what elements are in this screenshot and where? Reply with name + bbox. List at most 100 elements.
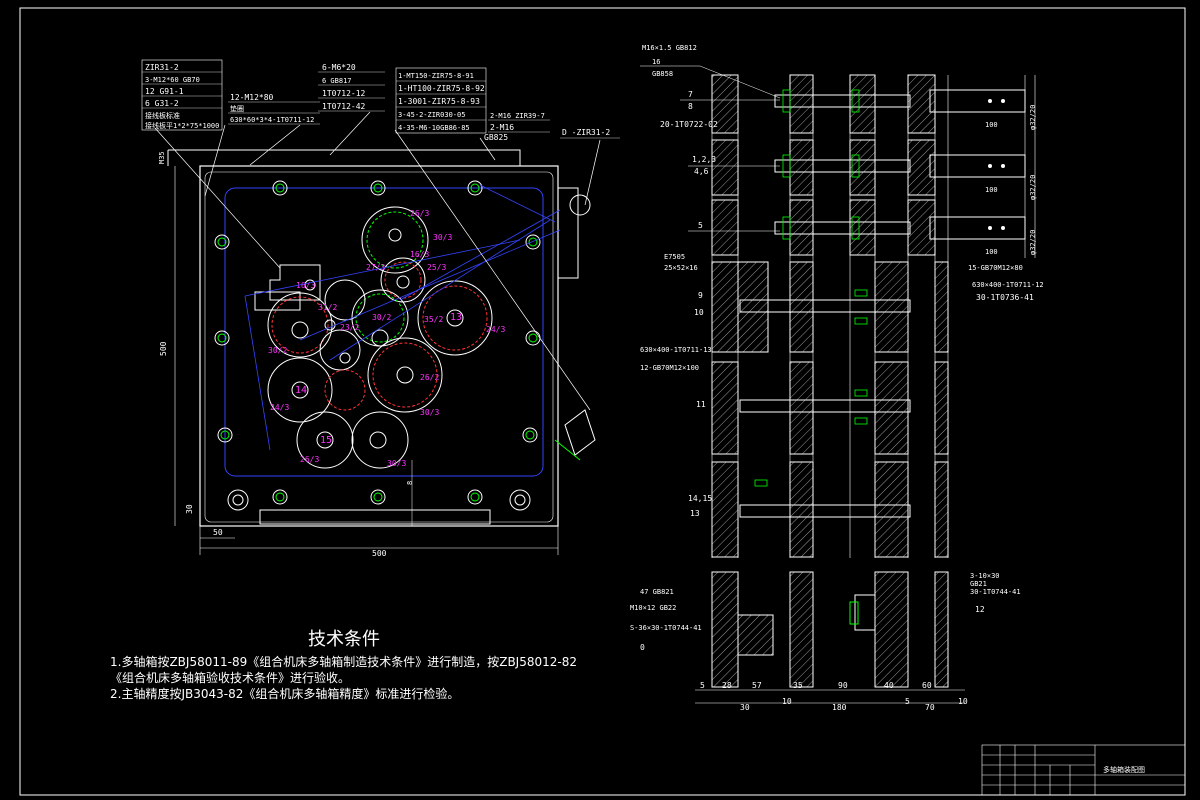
- gear-label: 30/3: [387, 459, 406, 468]
- shaft-dim: 100: [985, 186, 998, 194]
- callout-text: 1-MT150-ZIR75-8-91: [398, 72, 474, 80]
- hatch-block: [711, 139, 739, 196]
- dim-label: 30: [740, 703, 750, 712]
- dim-m35: M35: [158, 151, 166, 164]
- shaft: [774, 221, 911, 235]
- dowel-boss-left-inner: [232, 494, 244, 506]
- callout-text: ZIR31-2: [145, 63, 179, 72]
- dim-label: 10: [958, 697, 968, 706]
- gear-circle: [417, 280, 493, 356]
- callout-text: 3-M12*60 GB70: [145, 76, 200, 84]
- label-12: 12: [975, 605, 985, 614]
- hatch-block: [789, 199, 814, 256]
- bolt-holes: [214, 180, 541, 505]
- spindle-hole: [988, 164, 992, 168]
- bearing: [854, 317, 868, 325]
- front-view: 500 500 50 30 8 M35: [141, 59, 620, 558]
- section-row-2: [711, 139, 1026, 196]
- gear-hub: [371, 329, 389, 347]
- dim-label: 70: [925, 703, 935, 712]
- tech-notes-title: 技术条件: [308, 629, 380, 650]
- callout-text: 2-M16 ZIR39-7: [490, 112, 545, 120]
- leader: [394, 129, 591, 411]
- leader: [399, 209, 561, 301]
- bolt-hole: [373, 492, 383, 502]
- hatch-block: [907, 74, 936, 134]
- callout-text: 接线板平1*2*75*1000: [145, 121, 219, 130]
- gear-pitch: [366, 211, 424, 269]
- gear-hub: [388, 228, 402, 242]
- leader: [249, 124, 301, 166]
- hatch-block: [711, 571, 739, 688]
- label-right-top: 630×400-1T0711-12: [972, 281, 1044, 289]
- leader: [329, 219, 551, 361]
- gear-hub: [291, 381, 309, 399]
- title-block: [981, 744, 1186, 796]
- label-small-right: GB21: [970, 580, 987, 588]
- gear-pitch: [384, 261, 422, 299]
- sectional-view: M16×1.5 GB812 16 GB858 7 8 20-1T0722-02 …: [630, 44, 1044, 712]
- callout-text: 1-HT100-ZIR75-8-92: [398, 84, 485, 93]
- hatch-block: [789, 261, 814, 353]
- bearing: [854, 417, 868, 425]
- spindle-end: [929, 216, 1026, 240]
- housing-outline: [199, 165, 559, 527]
- hatch-block: [934, 571, 949, 688]
- bearing: [851, 216, 860, 240]
- callout-text: GB825: [484, 133, 508, 142]
- dim-label: 5: [700, 681, 705, 690]
- spindle-hole: [1001, 164, 1005, 168]
- label-9: 9: [698, 291, 703, 300]
- dim-label: 60: [922, 681, 932, 690]
- spindle-hole: [988, 226, 992, 230]
- dim-label: 28: [722, 681, 732, 690]
- bearing: [851, 89, 860, 113]
- bolt-hole: [275, 183, 285, 193]
- dim-height-label: 500: [159, 341, 168, 356]
- dim-label: 57: [752, 681, 762, 690]
- gear-hub: [396, 366, 414, 384]
- shaft-dim: 100: [985, 248, 998, 256]
- hatch-block: [789, 571, 814, 688]
- callout-text: 12-M12*80: [230, 93, 274, 102]
- gear-label: 26/3: [300, 455, 319, 464]
- leader: [329, 111, 371, 156]
- gear-label: 16/3: [296, 281, 315, 290]
- plug: [854, 594, 876, 631]
- callout-text: 垫圈: [230, 104, 244, 113]
- gear-label: 27/3: [366, 263, 385, 272]
- shaft: [739, 299, 911, 313]
- bolt-hole: [528, 333, 538, 343]
- spindle-hole: [1001, 226, 1005, 230]
- callout-text: 12 G91-1: [145, 87, 184, 96]
- callout-box-4: 1-MT150-ZIR75-8-91 1-HT100-ZIR75-8-92 1-…: [395, 67, 487, 134]
- hatch-block: [711, 199, 739, 256]
- label-11: 11: [696, 400, 706, 409]
- callout-text: 630*60*3*4-1T0711-12: [230, 116, 314, 124]
- tech-note-line: 1.多轴箱按ZBJ58011-89《组合机床多轴箱制造技术条件》进行制造，按ZB…: [110, 654, 577, 669]
- callout-box-2: 12-M12*80 垫圈 630*60*3*4-1T0711-12: [228, 93, 320, 125]
- hatch-block: [737, 614, 774, 656]
- spindle-end: [929, 154, 1026, 178]
- bearings: [754, 89, 868, 487]
- gear-label: 13: [450, 312, 462, 323]
- vertical-dim: φ32/20: [1029, 175, 1037, 200]
- gear-circle: [324, 279, 366, 321]
- bottom-flange: [259, 509, 491, 525]
- dowel-boss-right-inner: [514, 494, 526, 506]
- leader: [584, 139, 601, 206]
- leader: [699, 65, 781, 99]
- drawing-border: [19, 7, 1186, 796]
- dim-label: 5: [905, 697, 910, 706]
- dim-30-label: 30: [185, 504, 194, 514]
- bearing: [782, 216, 791, 240]
- shaft: [739, 399, 911, 413]
- right-labels: M16×1.5 GB812 16 GB858 7 8 20-1T0722-02 …: [630, 44, 1044, 652]
- oil-gauge-line: [554, 439, 581, 461]
- callout-text: 2-M16: [490, 123, 514, 132]
- gear-circle: [267, 292, 333, 358]
- label-bearing: E7505: [664, 253, 685, 261]
- hatch-block: [789, 461, 814, 558]
- section-row-1: [711, 74, 1026, 134]
- bolt-hole: [220, 430, 230, 440]
